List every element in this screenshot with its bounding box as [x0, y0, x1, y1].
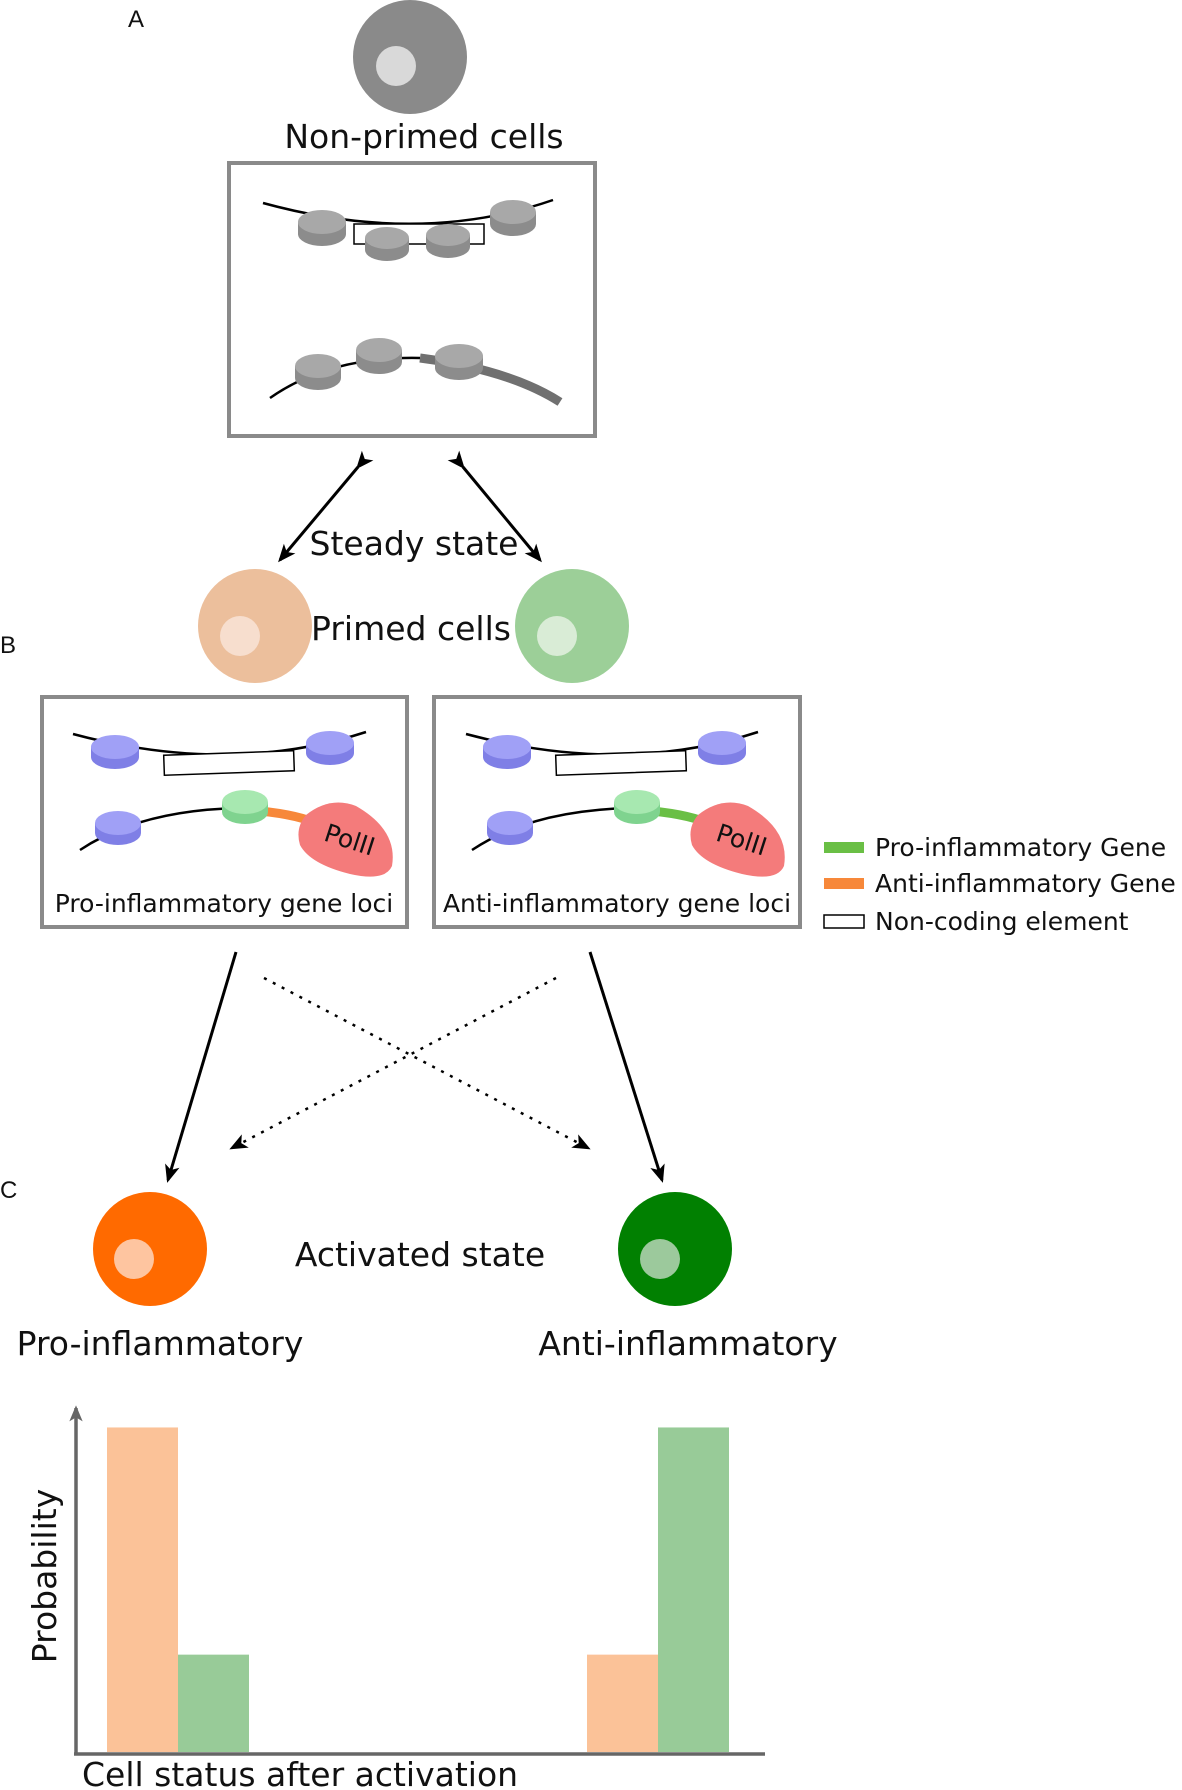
nucleosome-green	[614, 790, 660, 824]
arrow-pro-to-anti-dotted	[263, 976, 591, 1150]
nucleosome	[295, 354, 341, 390]
x-axis-label: Cell status after activation	[82, 1755, 518, 1790]
panel-label-a: A	[128, 6, 144, 33]
arrow-anti-to-pro-dotted	[229, 976, 557, 1150]
nucleosome-green	[222, 790, 268, 824]
activated-anti-cell	[618, 1192, 732, 1306]
nucleosome-blue	[698, 731, 746, 765]
nucleosome	[435, 344, 483, 380]
legend-label-pro: Pro-inflammatory Gene	[875, 833, 1166, 862]
nucleosome-blue	[487, 811, 533, 845]
bar-pro-inflammatory-series-1	[107, 1427, 178, 1752]
primed-pro-cell	[198, 569, 312, 683]
non-primed-cells-label: Non-primed cells	[284, 117, 563, 156]
nucleosome-blue	[306, 731, 354, 765]
pro-inflammatory-label: Pro-inflammatory	[17, 1324, 304, 1363]
pro-inflammatory-loci-box: PolII Pro-inflammatory gene loci	[40, 695, 409, 929]
bar-pro-inflammatory-series-2	[178, 1654, 249, 1752]
non-coding-element	[554, 749, 688, 777]
nucleosome-blue	[483, 735, 531, 769]
nucleosome	[365, 227, 409, 261]
primed-cells-label: Primed cells	[311, 609, 511, 648]
polii-blob: PolII	[690, 802, 785, 877]
bar-anti-inflammatory-series-2	[658, 1427, 729, 1752]
arrow-anti-to-anti	[588, 951, 665, 1183]
steady-state-arrow-left	[278, 450, 374, 563]
nucleosome	[490, 200, 536, 236]
primed-anti-cell	[515, 569, 629, 683]
anti-inflammatory-loci-label: Anti-inflammatory gene loci	[443, 889, 791, 918]
anti-inflammatory-loci-box: PolII Anti-inflammatory gene loci	[432, 695, 802, 929]
nucleosome-blue	[91, 735, 139, 769]
steady-state-label: Steady state	[310, 524, 519, 563]
nucleosome	[356, 338, 402, 374]
anti-inflammatory-label: Anti-inflammatory	[538, 1324, 837, 1363]
non-coding-element	[162, 749, 296, 777]
legend-label-noncoding: Non-coding element	[875, 907, 1129, 936]
nucleosome	[298, 210, 346, 246]
nucleosome	[426, 224, 470, 258]
legend-swatch-noncoding	[823, 914, 865, 929]
legend-swatch-anti	[824, 878, 864, 889]
legend: Pro-inflammatory Gene Anti-inflammatory …	[823, 833, 1176, 936]
nucleosome-blue	[95, 811, 141, 845]
pro-inflammatory-loci-label: Pro-inflammatory gene loci	[55, 889, 394, 918]
activated-pro-cell	[93, 1192, 207, 1306]
activated-state-label: Activated state	[295, 1235, 545, 1274]
steady-state-arrow-right	[447, 450, 542, 563]
y-axis-label: Probability	[25, 1489, 64, 1663]
probability-bar-chart: Probability Cell status after activation	[25, 1405, 765, 1790]
non-primed-cell	[353, 0, 467, 114]
legend-label-anti: Anti-inflammatory Gene	[875, 869, 1176, 898]
panel-label-c: C	[0, 1177, 17, 1204]
polii-blob: PolII	[298, 802, 393, 877]
legend-swatch-pro	[824, 842, 864, 853]
non-primed-chromatin-box	[227, 161, 597, 438]
arrow-pro-to-pro	[165, 951, 238, 1183]
bar-anti-inflammatory-series-1	[587, 1654, 658, 1752]
panel-label-b: B	[0, 632, 16, 659]
